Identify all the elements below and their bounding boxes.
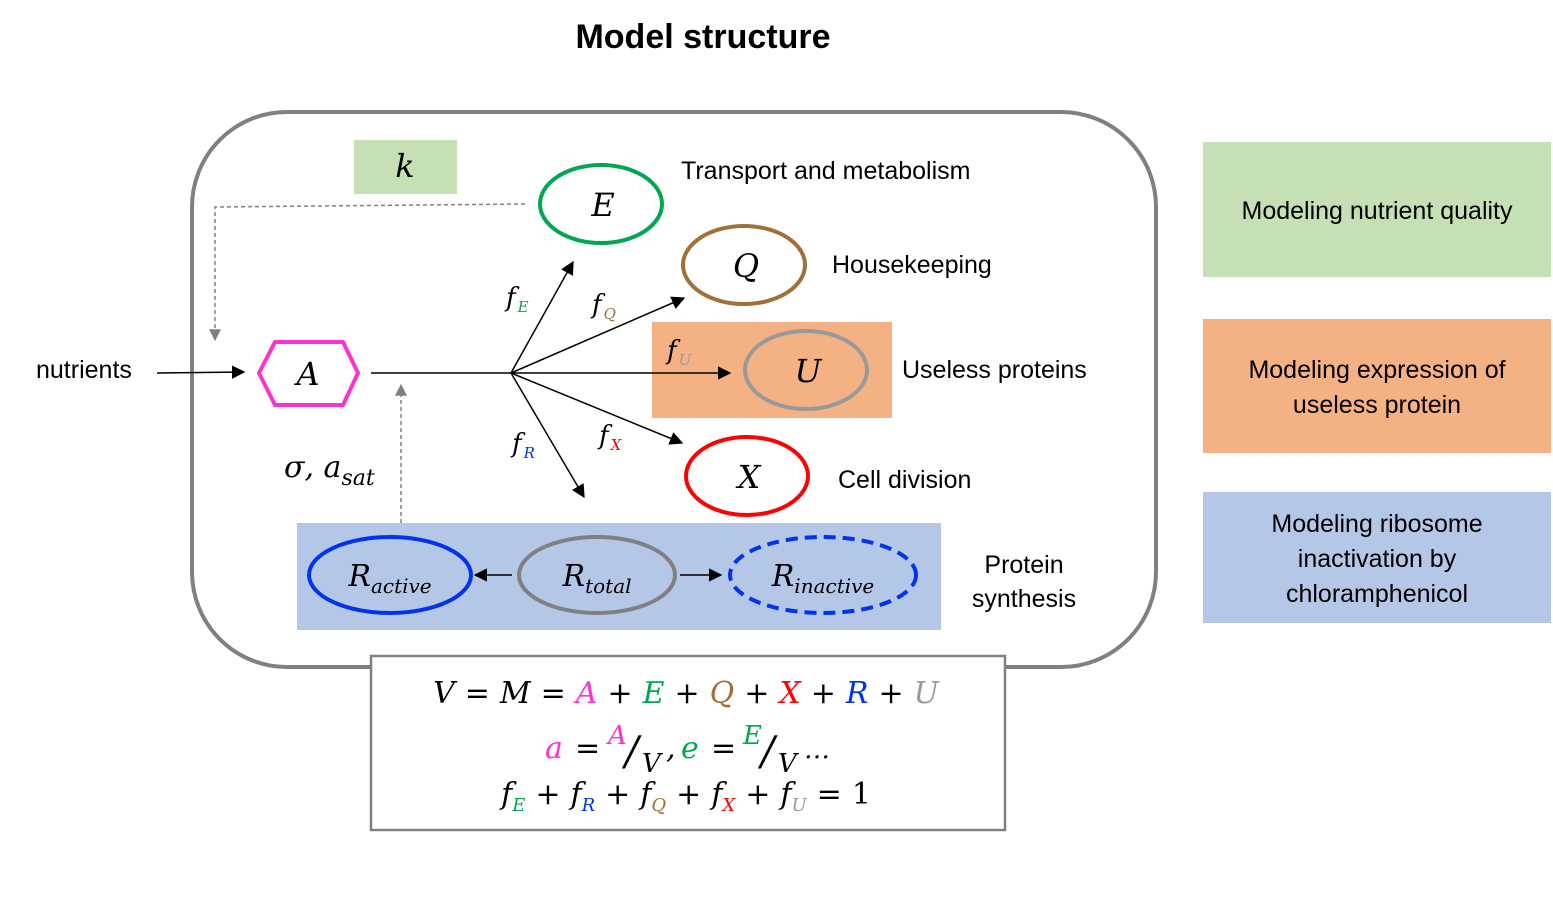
q-node-label: Q (733, 247, 759, 285)
x-description: Cell division (838, 466, 971, 494)
eq-ellipsis: … (804, 735, 830, 765)
a-hexagon (256, 340, 361, 407)
u-description: Useless proteins (902, 356, 1087, 384)
x-node-label: X (735, 458, 762, 496)
r-active-node (307, 535, 473, 615)
eq-comma: , (666, 731, 676, 766)
eq-e-equals: = (711, 731, 736, 766)
r-description-line2: synthesis (972, 585, 1076, 613)
r-total-node (517, 535, 677, 615)
x-node (684, 435, 810, 517)
legend-ribosome-box (1203, 492, 1551, 623)
r-total-label: Rtotal (561, 559, 631, 598)
legend-ribosome-line1: Modeling ribosome (1271, 510, 1482, 538)
legend-useless-protein-line2: useless protein (1293, 391, 1461, 419)
eq-e-numerator: E (742, 721, 762, 751)
legend-ribosome-line3: chloramphenicol (1286, 580, 1468, 608)
equation-flux-sum: fE+fR+fQ+fX+fU=1 (499, 777, 871, 816)
r-active-label: Ractive (347, 559, 431, 598)
u-node-label: U (795, 352, 823, 390)
r-description-line1: Protein (984, 551, 1063, 579)
eq-a: a (545, 731, 563, 766)
e-node-label: E (590, 186, 614, 224)
diagram-title: Model structure (575, 18, 830, 56)
flux-e-arrow (510, 260, 574, 374)
legend-nutrient-quality-text: Modeling nutrient quality (1242, 197, 1513, 225)
k-symbol: k (395, 147, 414, 185)
eq-e-slash: / (757, 729, 778, 775)
flux-r-arrow (510, 372, 585, 499)
legend-ribosome-line2: inactivation by (1298, 545, 1457, 573)
flux-x-arrow (510, 372, 684, 445)
equation-mass-balance: V=M=A+E+Q+X+R+U (433, 676, 941, 711)
flux-q-arrow (510, 296, 686, 374)
legend-useless-protein-box (1203, 319, 1551, 453)
sigma-asat-label: σ, asat (284, 450, 375, 491)
q-description: Housekeeping (832, 251, 992, 279)
u-node (743, 329, 869, 411)
eq-a-denominator: V (642, 749, 663, 779)
e-description: Transport and metabolism (681, 157, 970, 185)
eq-a-equals: = (575, 731, 600, 766)
eq-e-denominator: V (778, 749, 799, 779)
legend-useless-protein-line1: Modeling expression of (1248, 356, 1505, 384)
legend-nutrient-quality-box (1203, 142, 1551, 277)
equation-box (369, 654, 1007, 832)
r-inactive-node (728, 535, 918, 615)
q-node (681, 224, 807, 306)
e-node (538, 163, 664, 245)
nutrients-label: nutrients (36, 356, 132, 384)
r-inactive-label: Rinactive (771, 559, 875, 598)
k-parameter-box (354, 140, 457, 194)
nutrients-arrow (156, 365, 246, 379)
e-to-a-feedback-arrow (209, 203, 526, 342)
a-node-label: A (293, 355, 319, 393)
eq-a-slash: / (621, 729, 642, 775)
eq-e: e (681, 731, 699, 766)
eq-a-numerator: A (606, 721, 627, 751)
